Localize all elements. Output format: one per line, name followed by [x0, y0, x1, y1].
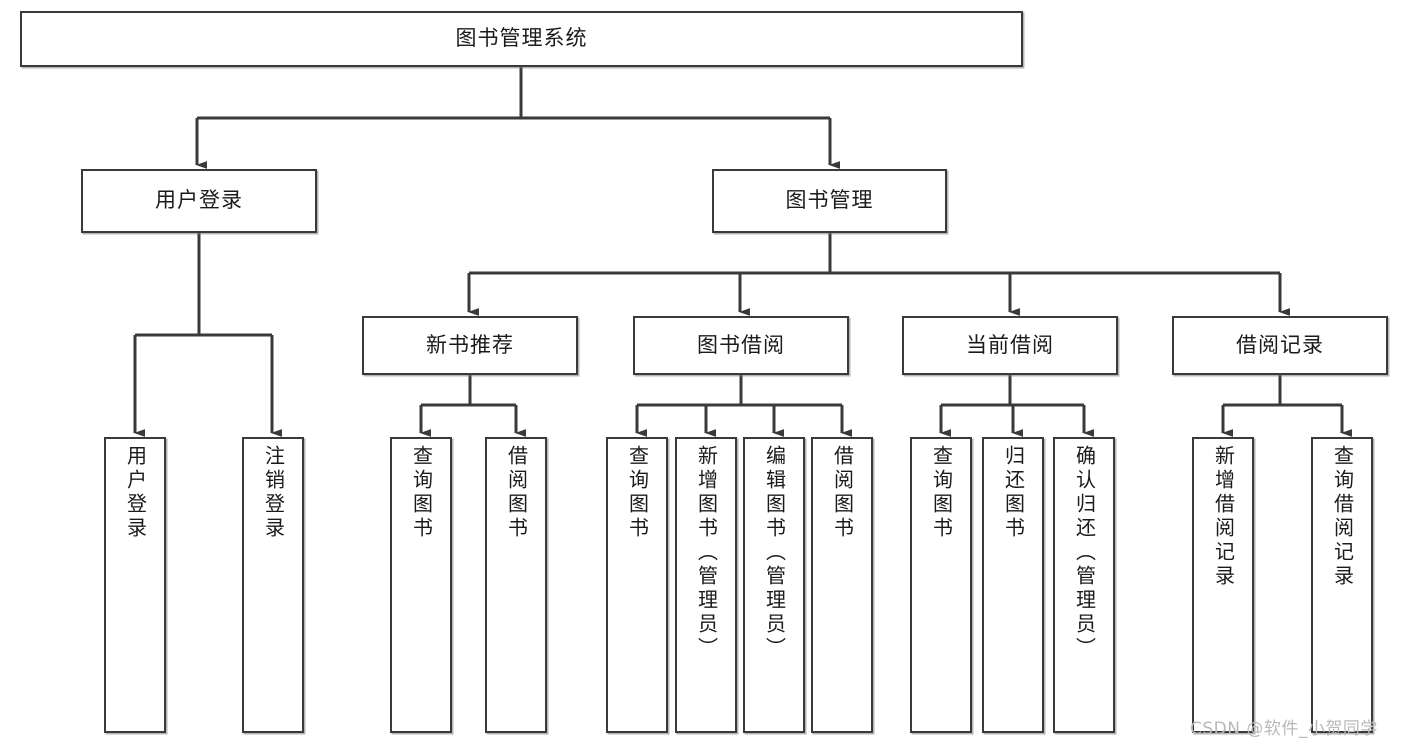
leaf-node-query-book-current[interactable]: 查询图书 — [910, 437, 972, 733]
leaf-node-query-borrowing-record[interactable]: 查询借阅记录 — [1311, 437, 1373, 733]
node-label: 借阅图书 — [830, 445, 855, 541]
node-current-borrowing[interactable]: 当前借阅 — [902, 316, 1118, 375]
connector-borrowrecord-to-leaves — [1221, 375, 1352, 437]
leaf-node-edit-book-admin[interactable]: 编辑图书（管理员） — [743, 437, 805, 733]
node-user-login[interactable]: 用户登录 — [81, 169, 317, 233]
node-root-book-management-system[interactable]: 图书管理系统 — [20, 11, 1023, 67]
node-label: 归还图书 — [1001, 445, 1026, 541]
connector-bookborrow-to-leaves — [635, 375, 852, 437]
leaf-node-user-login[interactable]: 用户登录 — [104, 437, 166, 733]
csdn-watermark: CSDN @软件_小贺同学 — [1190, 719, 1378, 739]
leaf-node-logout[interactable]: 注销登录 — [242, 437, 304, 733]
node-label: 图书管理系统 — [455, 26, 588, 51]
connector-root-to-level2 — [195, 67, 840, 169]
node-label: 查询图书 — [929, 445, 954, 541]
node-book-borrowing[interactable]: 图书借阅 — [633, 316, 849, 375]
node-label: 查询图书 — [409, 445, 434, 541]
connector-bookmanage-to-level3 — [467, 233, 1290, 316]
connector-newbookrec-to-leaves — [419, 375, 526, 437]
node-label: 编辑图书（管理员） — [762, 445, 787, 661]
node-new-book-recommendation[interactable]: 新书推荐 — [362, 316, 578, 375]
leaf-node-query-book-recommendation[interactable]: 查询图书 — [390, 437, 452, 733]
node-label: 图书管理 — [785, 188, 874, 213]
node-borrowing-record[interactable]: 借阅记录 — [1172, 316, 1388, 375]
node-label: 当前借阅 — [966, 332, 1054, 357]
leaf-node-borrow-book[interactable]: 借阅图书 — [811, 437, 873, 733]
node-label: 新书推荐 — [426, 332, 514, 357]
leaf-node-add-borrowing-record[interactable]: 新增借阅记录 — [1192, 437, 1254, 733]
leaf-node-return-book[interactable]: 归还图书 — [982, 437, 1044, 733]
node-label: 查询借阅记录 — [1330, 445, 1355, 589]
node-label: 图书借阅 — [697, 332, 785, 357]
node-label: 新增借阅记录 — [1211, 445, 1236, 589]
leaf-node-query-book-borrowing[interactable]: 查询图书 — [606, 437, 668, 733]
node-label: 新增图书（管理员） — [694, 445, 719, 661]
connector-currentborrow-to-leaves — [939, 375, 1094, 437]
connector-userlogin-to-leaves — [133, 233, 282, 437]
node-book-management[interactable]: 图书管理 — [712, 169, 947, 233]
node-label: 用户登录 — [155, 188, 243, 213]
node-label: 查询图书 — [625, 445, 650, 541]
node-label: 借阅记录 — [1236, 332, 1324, 357]
node-label: 用户登录 — [123, 445, 148, 541]
node-label: 确认归还（管理员） — [1072, 445, 1097, 661]
node-label: 借阅图书 — [504, 445, 529, 541]
leaf-node-add-book-admin[interactable]: 新增图书（管理员） — [675, 437, 737, 733]
leaf-node-confirm-return-admin[interactable]: 确认归还（管理员） — [1053, 437, 1115, 733]
node-label: 注销登录 — [261, 445, 286, 541]
leaf-node-borrow-book-recommendation[interactable]: 借阅图书 — [485, 437, 547, 733]
